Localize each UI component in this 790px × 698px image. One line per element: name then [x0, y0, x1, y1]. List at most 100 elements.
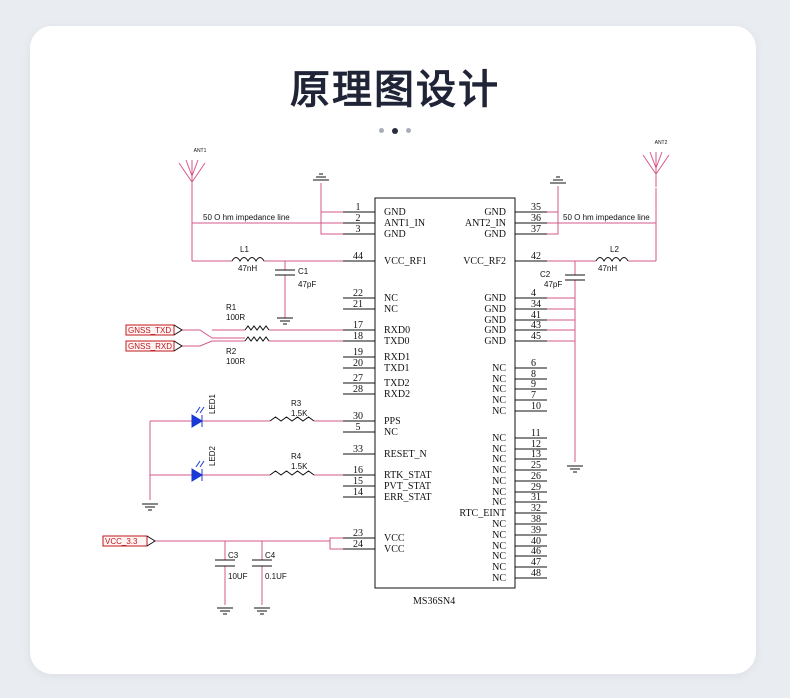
- right-pin-number: 40: [531, 536, 541, 547]
- left-pin-number: 2: [356, 213, 361, 224]
- antenna-1: [178, 159, 206, 195]
- right-pin-number: 10: [531, 401, 541, 412]
- net-tag-arrow: [146, 535, 156, 547]
- net-vcc: [102, 535, 156, 547]
- R1-ref: R1: [226, 303, 237, 312]
- left-pin-name: TXD0: [384, 336, 410, 347]
- right-pin-number: 36: [531, 213, 541, 224]
- right-pin-number: 13: [531, 449, 541, 460]
- right-pin-number: 25: [531, 460, 541, 471]
- left-pin-number: 28: [353, 384, 363, 395]
- right-pin-number: 46: [531, 546, 541, 557]
- ground-C3: [217, 607, 233, 615]
- antenna-arm: [191, 162, 206, 183]
- right-pin-number: 32: [531, 503, 541, 514]
- C4-ref: C4: [265, 551, 276, 560]
- impedance-label-left: 50 O hm impedance line: [203, 213, 290, 222]
- left-pin-number: 44: [353, 251, 363, 262]
- net-gnss-rxd: [125, 340, 183, 352]
- C1-ref: C1: [298, 267, 309, 276]
- left-pin-number: 27: [353, 373, 363, 384]
- right-pin-name: NC: [492, 406, 506, 417]
- left-pin-name: RTK_STAT: [384, 470, 432, 481]
- net-gnss-txd: [125, 324, 183, 336]
- chip-body: [374, 197, 516, 589]
- right-pin-number: 35: [531, 202, 541, 213]
- left-pin-number: 5: [356, 422, 361, 433]
- net-tag-box: [125, 340, 175, 352]
- left-pin-number: 15: [353, 476, 363, 487]
- L2-value: 47nH: [598, 264, 617, 273]
- net-tag-arrow: [173, 324, 183, 336]
- right-pin-name: NC: [492, 573, 506, 584]
- left-pin-name: PPS: [384, 416, 401, 427]
- left-pin-name: GND: [384, 229, 406, 240]
- right-pin-number: 31: [531, 492, 541, 503]
- right-pin-number: 47: [531, 557, 541, 568]
- L2-ref: L2: [610, 245, 619, 254]
- antenna-arm: [655, 154, 670, 175]
- antenna-arm: [178, 162, 193, 183]
- ground-C4: [254, 607, 270, 615]
- right-pin-number: 11: [531, 428, 541, 439]
- left-pin-name: RXD2: [384, 389, 410, 400]
- right-pin-name: NC: [492, 497, 506, 508]
- antenna-2-label: ANT2: [655, 140, 668, 146]
- inductor-L1: [231, 257, 265, 263]
- right-pin-name: NC: [492, 530, 506, 541]
- led-2: [191, 460, 205, 482]
- wire: [547, 211, 559, 235]
- right-pin-name: GND: [484, 325, 506, 336]
- carousel-dot-2[interactable]: [392, 127, 398, 134]
- right-pin-name: NC: [492, 476, 506, 487]
- R4-ref: R4: [291, 452, 302, 461]
- led-1: [191, 406, 205, 428]
- R4-value: 1.5K: [291, 462, 308, 471]
- carousel-dot-3[interactable]: [406, 128, 411, 134]
- left-pin-name: RXD0: [384, 325, 410, 336]
- right-pin-number: 4: [531, 288, 536, 299]
- right-pin-name: NC: [492, 551, 506, 562]
- antenna-arm: [649, 151, 657, 169]
- wire: [329, 537, 343, 550]
- antenna-arm: [655, 151, 663, 169]
- left-pin-number: 21: [353, 299, 363, 310]
- net-tag-box: [102, 535, 148, 547]
- left-pin-number: 24: [353, 539, 363, 550]
- right-pin-name: GND: [484, 293, 506, 304]
- resistor-R4: [269, 470, 315, 476]
- ground-top-right: [550, 176, 566, 184]
- R2-ref: R2: [226, 347, 237, 356]
- right-pin-name: NC: [492, 487, 506, 498]
- left-pin-name: VCC: [384, 533, 405, 544]
- right-pin-number: 41: [531, 310, 541, 321]
- right-pin-name: ANT2_IN: [465, 218, 506, 229]
- left-pin-name: RXD1: [384, 352, 410, 363]
- left-pin-name: ANT1_IN: [384, 218, 425, 229]
- led-triangle: [191, 414, 203, 428]
- carousel-dot-1[interactable]: [379, 128, 384, 134]
- left-pin-name: VCC_RF1: [384, 256, 427, 267]
- right-pin-name: NC: [492, 363, 506, 374]
- right-pin-number: 8: [531, 369, 536, 380]
- led-ray: [199, 406, 205, 414]
- resistor-R1: [244, 325, 270, 331]
- right-pin-number: 12: [531, 439, 541, 450]
- right-pin-name: NC: [492, 465, 506, 476]
- right-pin-number: 26: [531, 471, 541, 482]
- left-pin-number: 33: [353, 444, 363, 455]
- right-pin-number: 45: [531, 331, 541, 342]
- right-pin-number: 37: [531, 224, 541, 235]
- net-gnss-rxd-text: GNSS_RXD: [128, 342, 172, 351]
- right-pin-name: NC: [492, 433, 506, 444]
- right-pin-number: 34: [531, 299, 541, 310]
- right-pin-number: 43: [531, 320, 541, 331]
- left-pin-number: 22: [353, 288, 363, 299]
- right-pin-number: 42: [531, 251, 541, 262]
- right-pin-name: GND: [484, 336, 506, 347]
- led-ray: [199, 460, 205, 468]
- left-pin-name: NC: [384, 293, 398, 304]
- left-pin-name: RESET_N: [384, 449, 427, 460]
- inductor-L2: [595, 257, 629, 263]
- right-pin-number: 29: [531, 482, 541, 493]
